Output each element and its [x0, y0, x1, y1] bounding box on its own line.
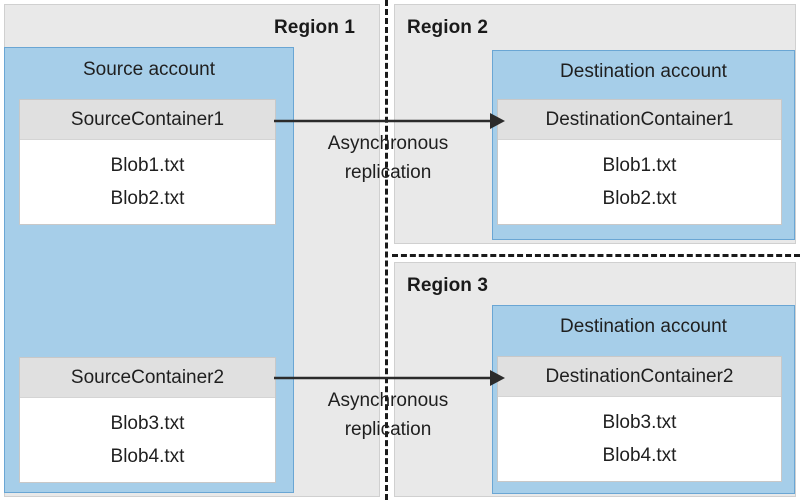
destination-container-1-header: DestinationContainer1 — [498, 100, 781, 140]
region-divider-horizontal — [392, 254, 800, 257]
region-3-title: Region 3 — [407, 275, 489, 296]
destination-container-1-blob-list: Blob1.txt Blob2.txt — [498, 140, 781, 215]
blob-item: Blob2.txt — [110, 188, 185, 209]
replication-arrow-2-caption: Asynchronous replication — [290, 386, 486, 444]
destination-container-1-card[interactable]: DestinationContainer1 Blob1.txt Blob2.tx… — [497, 99, 782, 225]
source-container-1-blob-list: Blob1.txt Blob2.txt — [20, 140, 275, 215]
blob-item: Blob1.txt — [602, 155, 677, 176]
destination-account-label-region-2: Destination account — [560, 61, 727, 82]
blob-item: Blob2.txt — [602, 188, 677, 209]
destination-container-2-header: DestinationContainer2 — [498, 357, 781, 397]
blob-item: Blob3.txt — [602, 412, 677, 433]
blob-item: Blob4.txt — [602, 445, 677, 466]
blob-item: Blob4.txt — [110, 446, 185, 467]
source-container-2-card[interactable]: SourceContainer2 Blob3.txt Blob4.txt — [19, 357, 276, 483]
replication-arrow-1-caption: Asynchronous replication — [290, 129, 486, 187]
source-container-1-card[interactable]: SourceContainer1 Blob1.txt Blob2.txt — [19, 99, 276, 225]
destination-account-label-region-3: Destination account — [560, 316, 727, 337]
caption-line: Asynchronous — [327, 133, 449, 154]
source-account-label: Source account — [82, 59, 216, 80]
replication-arrow-2-icon — [274, 370, 505, 386]
destination-container-2-card[interactable]: DestinationContainer2 Blob3.txt Blob4.tx… — [497, 356, 782, 482]
source-container-2-header: SourceContainer2 — [20, 358, 275, 398]
caption-line: Asynchronous — [327, 390, 449, 411]
source-container-2-blob-list: Blob3.txt Blob4.txt — [20, 398, 275, 473]
blob-item: Blob3.txt — [110, 413, 185, 434]
replication-arrow-1-icon — [274, 113, 505, 129]
destination-container-2-blob-list: Blob3.txt Blob4.txt — [498, 397, 781, 472]
caption-line: replication — [344, 419, 432, 440]
region-1-title: Region 1 — [273, 17, 355, 38]
region-divider-vertical — [385, 0, 388, 500]
source-container-1-header: SourceContainer1 — [20, 100, 275, 140]
blob-item: Blob1.txt — [110, 155, 185, 176]
region-2-title: Region 2 — [407, 17, 489, 38]
caption-line: replication — [344, 162, 432, 183]
